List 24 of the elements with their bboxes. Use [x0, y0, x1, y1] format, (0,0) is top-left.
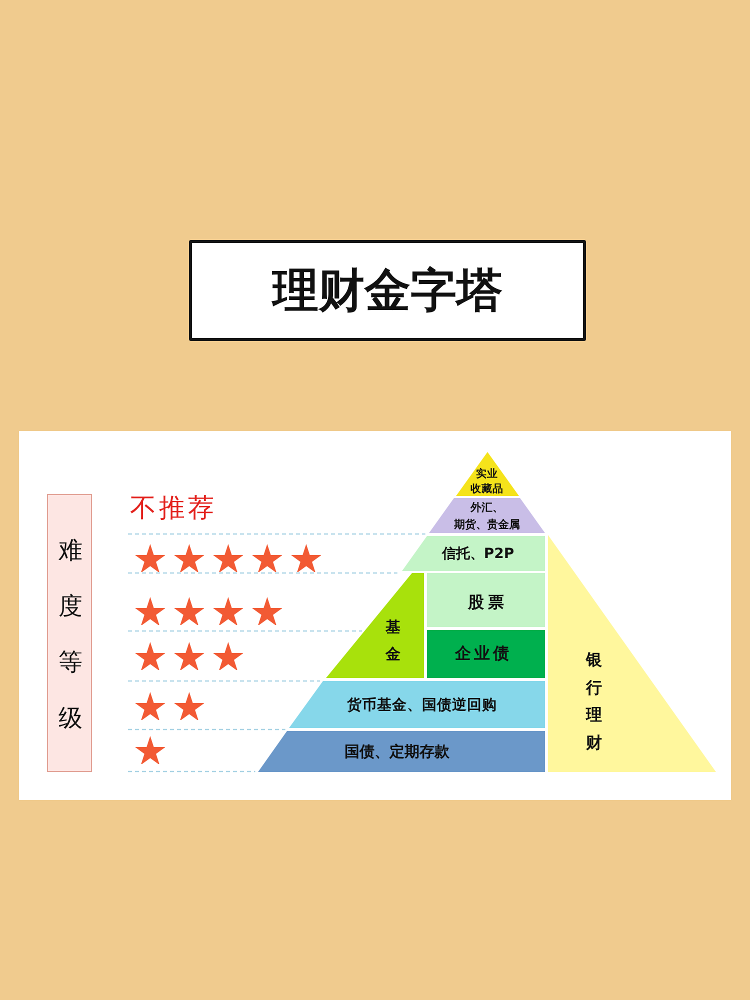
- tier-label: 外汇、: [470, 500, 504, 516]
- pyramid-tier: [402, 536, 545, 571]
- tier-label: 信托、P2P: [442, 544, 514, 564]
- pyramid-segment: [427, 630, 545, 678]
- pyramid-tier: [429, 498, 545, 533]
- rating-label: 不推荐: [130, 492, 217, 526]
- tier-label: 企业债: [454, 644, 512, 664]
- tier-label: 收藏品: [470, 482, 504, 497]
- tier-label: 银行理财: [586, 649, 602, 754]
- pyramid-apex: [456, 452, 518, 496]
- tier-label: 股票: [466, 592, 508, 614]
- tier-label: 基金: [386, 617, 400, 665]
- tier-label: 国债、定期存款: [344, 742, 450, 762]
- tier-label: 实业: [476, 467, 498, 482]
- scale-label: 难度等级: [58, 535, 82, 734]
- difficulty-scale-box: [47, 494, 92, 772]
- title-banner: 理财金字塔: [189, 240, 586, 341]
- tier-label: 期货、贵金属: [454, 517, 520, 533]
- pyramid-tier: [258, 731, 545, 772]
- tier-label: 货币基金、国债逆回购: [347, 696, 497, 716]
- pyramid-tier: [289, 681, 545, 728]
- pyramid-segment: [427, 573, 545, 627]
- pyramid-segment: [326, 573, 424, 678]
- side-triangle: [548, 535, 716, 772]
